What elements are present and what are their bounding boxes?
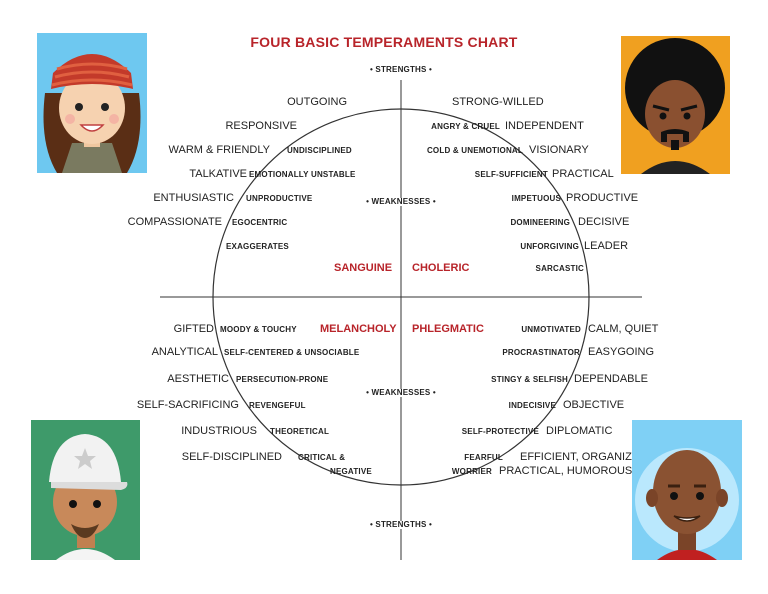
phlegmatic-strength: DIPLOMATIC <box>546 425 613 437</box>
melancholy-strength: SELF-DISCIPLINED <box>181 451 282 463</box>
choleric-strength: PRACTICAL <box>552 168 614 180</box>
weaknesses-label-top: • WEAKNESSES • <box>363 198 439 206</box>
melancholy-strength: INDUSTRIOUS <box>181 425 257 437</box>
melancholy-weakness: CRITICAL & <box>298 453 346 462</box>
melancholy-weakness: REVENGEFUL <box>249 401 306 410</box>
phlegmatic-weakness: STINGY & SELFISH <box>491 375 568 384</box>
sanguine-strength: ENTHUSIASTIC <box>153 192 234 204</box>
quadrant-label-choleric: CHOLERIC <box>412 262 470 274</box>
melancholy-strength: AESTHETIC <box>167 373 229 385</box>
phlegmatic-strength: PRACTICAL, HUMOROUS <box>499 465 633 477</box>
man-with-afro-avatar-icon <box>621 36 730 174</box>
man-with-white-cap-avatar-icon <box>31 420 140 560</box>
choleric-weakness: SELF-SUFFICIENT <box>474 170 548 179</box>
sanguine-strength: COMPASSIONATE <box>127 216 222 228</box>
melancholy-strength: ANALYTICAL <box>151 346 218 358</box>
choleric-weakness: SARCASTIC <box>535 264 584 273</box>
chart-title: FOUR BASIC TEMPERAMENTS CHART <box>250 34 518 50</box>
choleric-weakness: UNFORGIVING <box>520 242 579 251</box>
sanguine-weakness: EXAGGERATES <box>226 242 289 251</box>
choleric-weakness: DOMINEERING <box>510 218 570 227</box>
phlegmatic-weakness: PROCRASTINATOR <box>502 348 580 357</box>
choleric-weakness: ANGRY & CRUEL <box>431 122 500 131</box>
weaknesses-label-bottom: • WEAKNESSES • <box>363 389 439 397</box>
quadrant-label-melancholy: MELANCHOLY <box>320 323 397 335</box>
melancholy-strength: GIFTED <box>173 323 214 335</box>
melancholy-weakness: MOODY & TOUCHY <box>220 325 297 334</box>
sanguine-strength: RESPONSIVE <box>225 120 297 132</box>
sanguine-strength: TALKATIVE <box>189 168 247 180</box>
girl-with-red-beanie-avatar-icon <box>37 33 147 173</box>
melancholy-weakness: SELF-CENTERED & UNSOCIABLE <box>224 348 360 357</box>
sanguine-weakness: EGOCENTRIC <box>232 218 288 227</box>
choleric-weakness: IMPETUOUS <box>511 194 561 203</box>
phlegmatic-strength: EASYGOING <box>588 346 655 358</box>
sanguine-weakness: UNPRODUCTIVE <box>246 194 313 203</box>
sanguine-weakness: EMOTIONALLY UNSTABLE <box>249 170 356 179</box>
choleric-strength: STRONG-WILLED <box>452 96 544 108</box>
phlegmatic-strength: OBJECTIVE <box>563 399 625 411</box>
melancholy-weakness: NEGATIVE <box>330 467 372 476</box>
phlegmatic-weakness: FEARFUL <box>464 453 503 462</box>
phlegmatic-strength: EFFICIENT, ORGANIZED <box>520 451 648 463</box>
choleric-strength: PRODUCTIVE <box>566 192 639 204</box>
choleric-strength: DECISIVE <box>578 216 630 228</box>
melancholy-weakness: THEORETICAL <box>270 427 330 436</box>
choleric-strength: LEADER <box>584 240 629 252</box>
phlegmatic-weakness: INDECISIVE <box>508 401 556 410</box>
sanguine-strength: WARM & FRIENDLY <box>168 144 270 156</box>
sanguine-strength: OUTGOING <box>287 96 347 108</box>
phlegmatic-strength: DEPENDABLE <box>574 373 648 385</box>
quadrant-label-sanguine: SANGUINE <box>334 262 393 274</box>
choleric-strength: VISIONARY <box>529 144 589 156</box>
bald-man-avatar-icon <box>632 420 742 560</box>
strengths-label-top: • STRENGTHS • <box>367 66 435 74</box>
sanguine-weakness: UNDISCIPLINED <box>287 146 352 155</box>
phlegmatic-weakness: UNMOTIVATED <box>521 325 581 334</box>
choleric-weakness: COLD & UNEMOTIONAL <box>426 146 523 155</box>
quadrant-label-phlegmatic: PHLEGMATIC <box>412 323 484 335</box>
melancholy-strength: SELF-SACRIFICING <box>136 399 239 411</box>
phlegmatic-strength: CALM, QUIET <box>588 323 659 335</box>
phlegmatic-weakness: SELF-PROTECTIVE <box>461 427 539 436</box>
choleric-strength: INDEPENDENT <box>505 120 584 132</box>
phlegmatic-weakness: WORRIER <box>451 467 492 476</box>
strengths-label-bottom: • STRENGTHS • <box>367 521 435 529</box>
melancholy-weakness: PERSECUTION-PRONE <box>236 375 329 384</box>
